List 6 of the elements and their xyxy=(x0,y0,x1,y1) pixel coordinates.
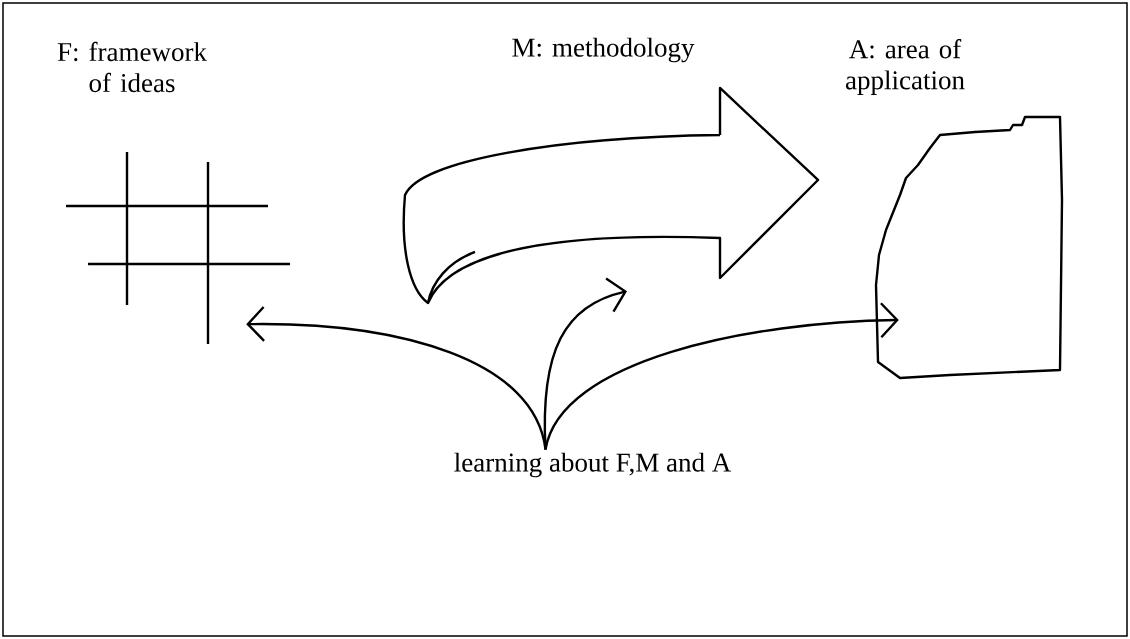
curved-arrow xyxy=(544,302,899,450)
caption-text: learning about F,M and A xyxy=(454,452,732,478)
heading: A: area of application xyxy=(846,39,965,95)
heading: F: framework of ideas xyxy=(57,41,207,93)
heading: M: methodology xyxy=(512,37,695,63)
curved-arrow xyxy=(543,277,627,450)
